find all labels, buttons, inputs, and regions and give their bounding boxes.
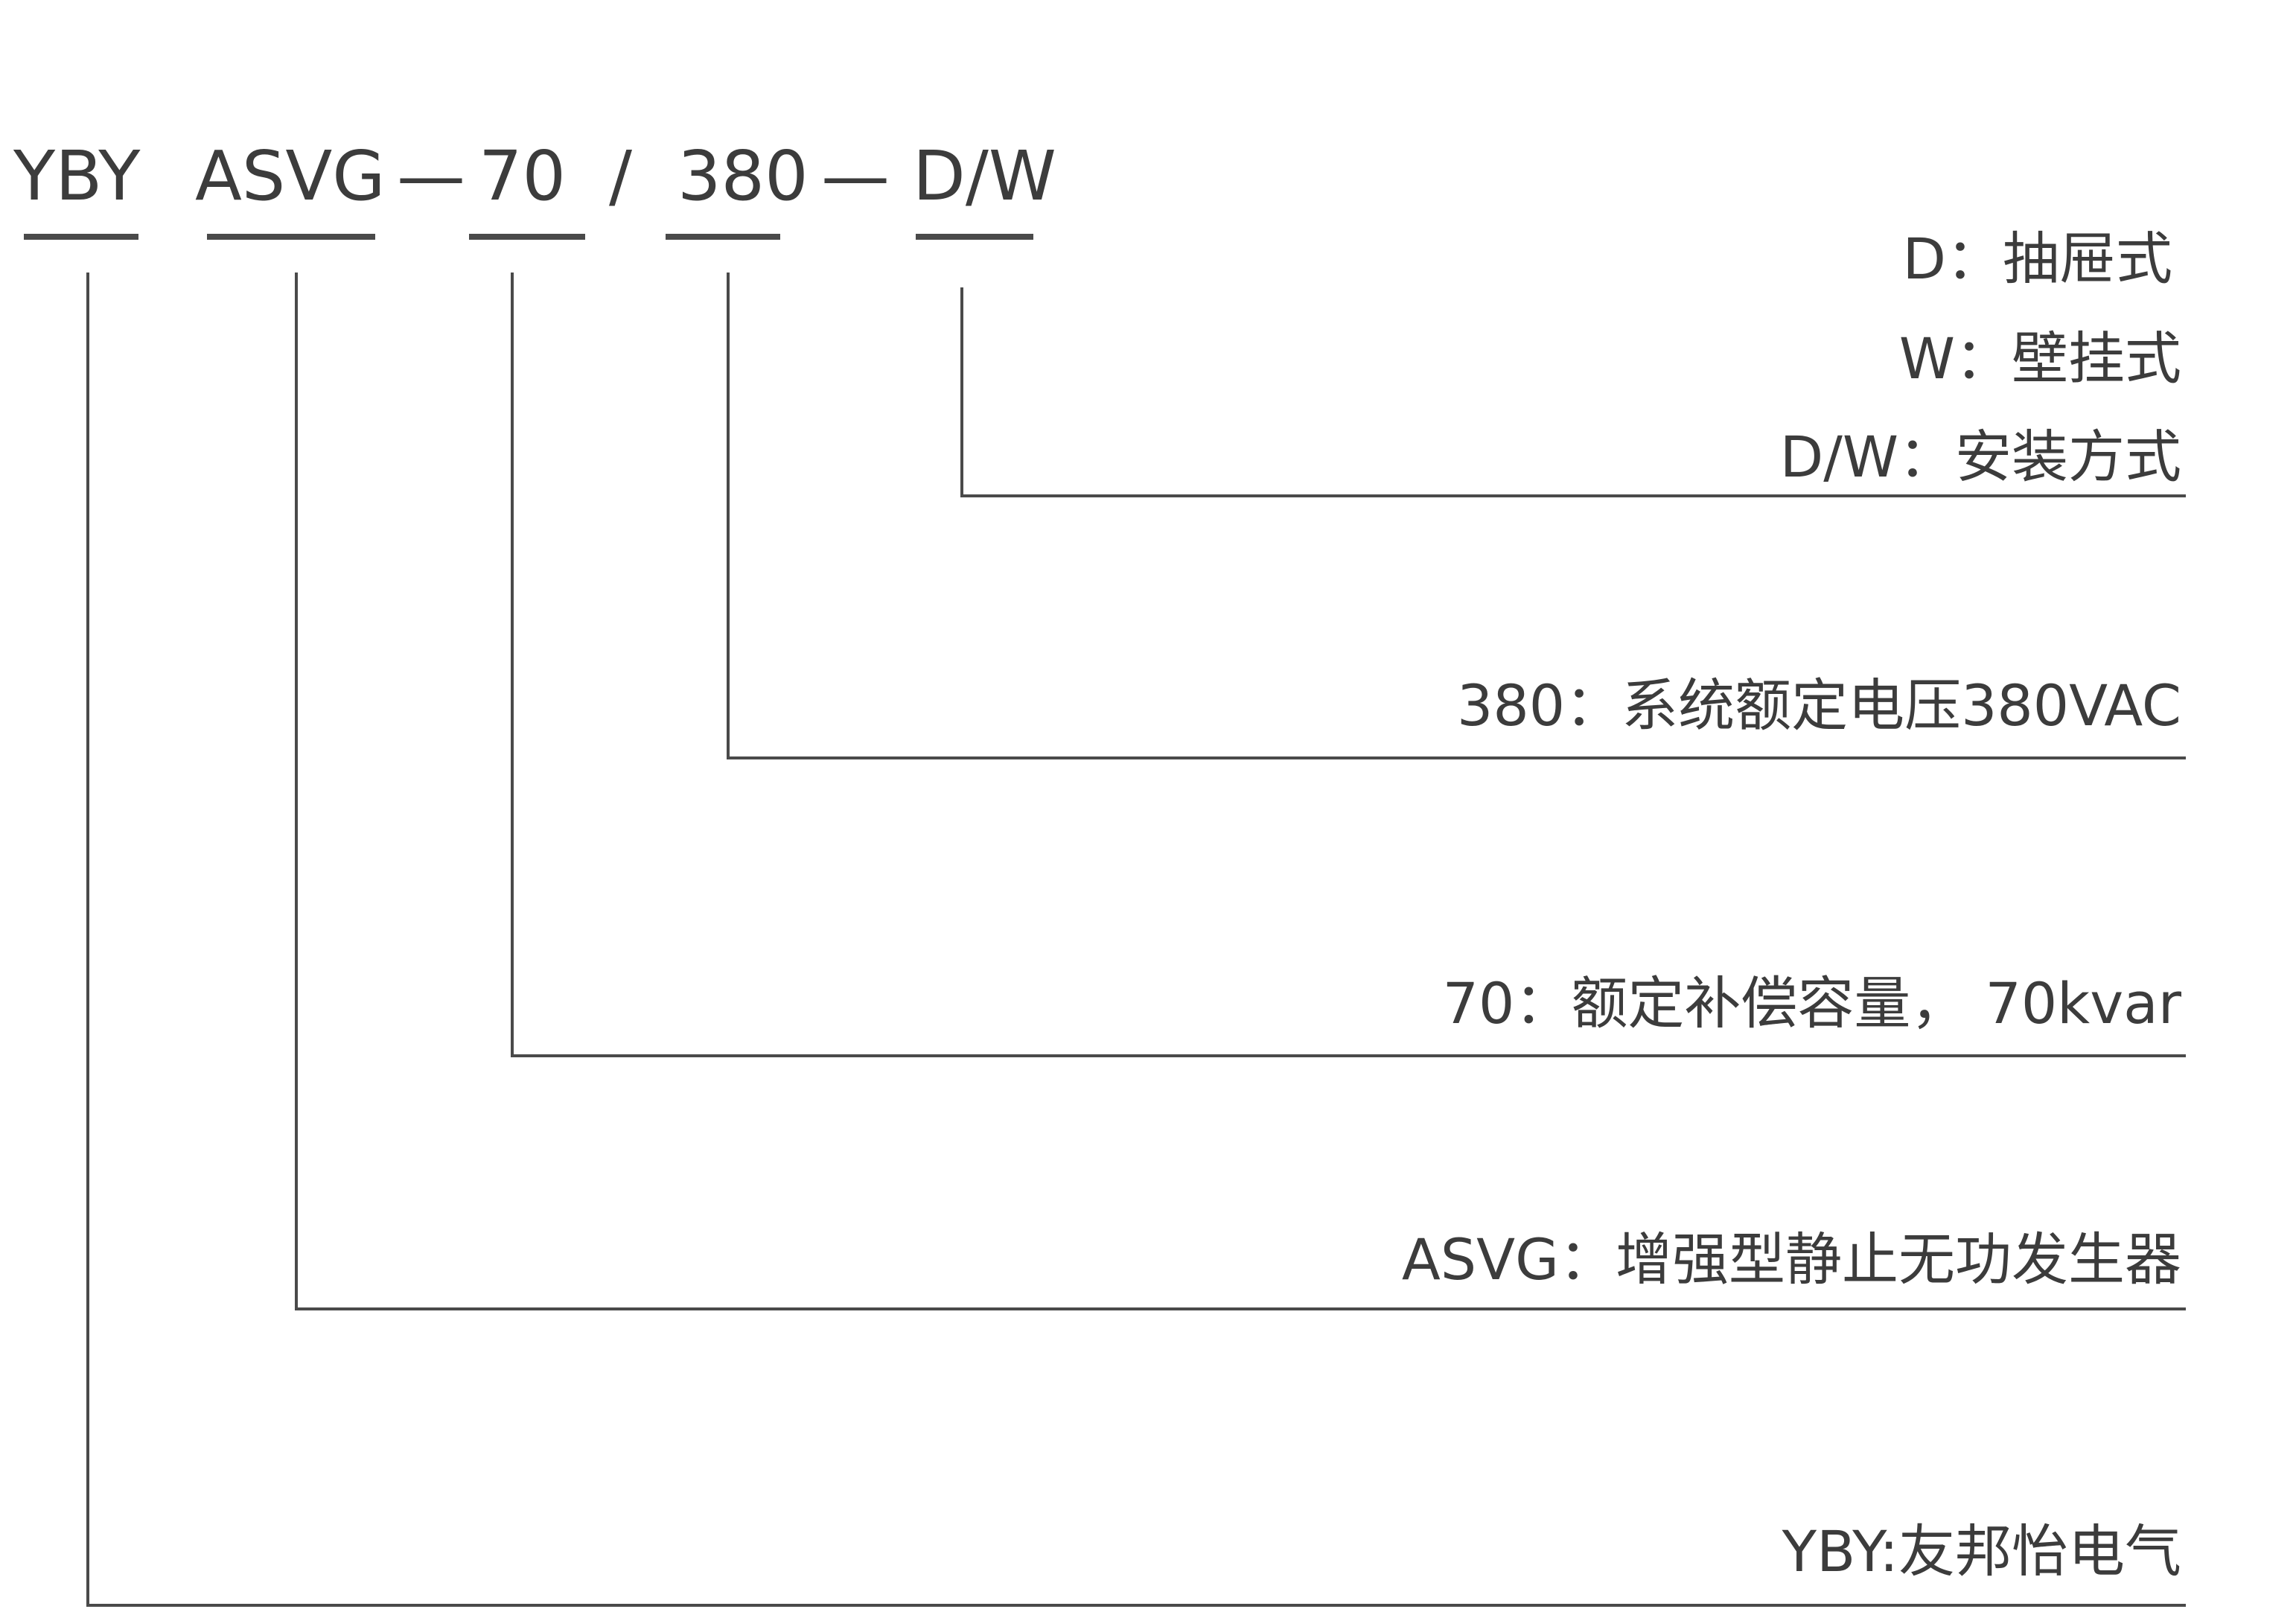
segment-capacity: 70 xyxy=(479,136,566,216)
desc-capacity: 70：额定补偿容量， 70kvar xyxy=(1443,970,2182,1036)
leader-capacity xyxy=(511,273,2186,1057)
separator-slash: / xyxy=(609,136,632,216)
descriptions: D：抽屉式 W：壁挂式 D/W：安装方式 380：系统额定电压380VAC 70… xyxy=(1402,226,2182,1584)
desc-asvg: ASVG：增强型静止无功发生器 xyxy=(1402,1226,2181,1293)
desc-mount-w: W：壁挂式 xyxy=(1899,325,2181,392)
separator-dash-2: — xyxy=(821,136,890,216)
desc-voltage: 380：系统额定电压380VAC xyxy=(1457,672,2181,739)
desc-mount-dw: D/W：安装方式 xyxy=(1780,424,2181,490)
leader-brand xyxy=(86,273,2186,1607)
segment-mount: D/W xyxy=(913,136,1056,216)
leader-voltage xyxy=(727,273,2186,759)
segment-asvg: ASVG xyxy=(195,136,386,216)
segment-voltage: 380 xyxy=(677,136,809,216)
leader-mount xyxy=(960,287,2186,497)
leader-asvg xyxy=(295,273,2186,1310)
desc-brand: YBY:友邦怡电气 xyxy=(1782,1518,2181,1584)
separator-dash-1: — xyxy=(397,136,465,216)
segment-yby: YBY xyxy=(13,136,141,216)
model-code: YBY ASVG — 70 / 380 — D/W xyxy=(13,136,1056,216)
desc-mount-d: D：抽屉式 xyxy=(1902,226,2172,292)
leader-lines xyxy=(86,273,2186,1607)
